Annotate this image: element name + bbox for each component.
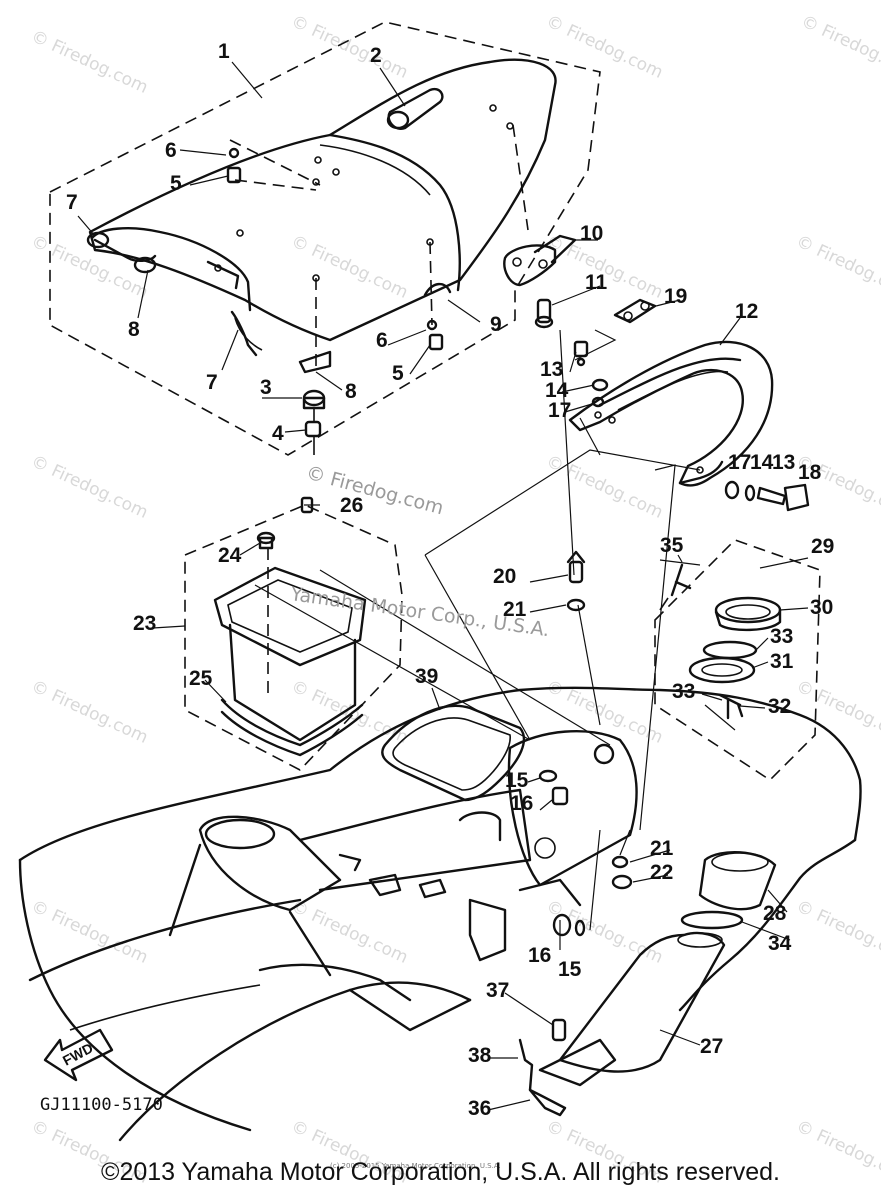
callout-label: 9 xyxy=(490,313,502,336)
callout-label: 20 xyxy=(493,565,516,588)
watermark: © Firedog.com xyxy=(793,896,881,968)
callout-label: 36 xyxy=(468,1097,491,1120)
watermark: © Firedog.com xyxy=(798,11,881,83)
seat-assembly xyxy=(86,58,557,455)
callout-label: 16 xyxy=(528,944,551,967)
callout-label: 13 xyxy=(772,451,795,474)
callout-label: 39 xyxy=(415,665,438,688)
watermark-layer: © Firedog.com © Firedog.com © Firedog.co… xyxy=(28,11,881,1188)
callout-label: 24 xyxy=(218,544,242,567)
watermark: © Firedog.com xyxy=(28,896,151,968)
callout-label: 35 xyxy=(660,534,684,557)
callout-label: 13 xyxy=(540,358,563,381)
hull-deck xyxy=(18,686,862,1142)
callout-label: 14 xyxy=(545,379,569,402)
watermark: © Firedog.com xyxy=(793,231,881,303)
watermark: © Firedog.com xyxy=(288,896,411,968)
watermark: © Firedog.com xyxy=(288,231,411,303)
callout-label: 30 xyxy=(810,596,833,619)
seat-latch xyxy=(503,234,577,329)
callout-label: 6 xyxy=(376,329,388,352)
callout-label: 5 xyxy=(170,172,182,195)
callout-label: 32 xyxy=(768,695,791,718)
watermark: © Firedog.com xyxy=(288,11,411,83)
callout-label: 29 xyxy=(811,535,834,558)
callout-label: 17 xyxy=(548,399,571,422)
drawing-code: GJ11100-5170 xyxy=(40,1095,163,1115)
storage-box xyxy=(213,496,367,757)
tiny-notice: (c) 2005-2015 Yamaha Motor Corporation, … xyxy=(330,1162,501,1170)
callout-label: 34 xyxy=(768,932,792,955)
callout-label: 10 xyxy=(580,222,603,245)
callout-label: 37 xyxy=(486,979,509,1002)
callout-label: 33 xyxy=(770,625,793,648)
callout-label: 12 xyxy=(735,300,758,323)
callout-label: 19 xyxy=(664,285,687,308)
callout-label: 38 xyxy=(468,1044,492,1067)
grab-rail xyxy=(568,298,810,512)
watermark: © Firedog.com xyxy=(28,676,151,748)
callout-label: 8 xyxy=(128,318,140,341)
callout-label: 4 xyxy=(272,422,284,445)
callout-label: 31 xyxy=(770,650,794,673)
callout-label: 6 xyxy=(165,139,177,162)
watermark: © Firedog.com xyxy=(543,451,666,523)
watermark: © Firedog.com xyxy=(28,26,151,98)
callout-label: 26 xyxy=(340,494,363,517)
copyright-notice: ©2013 Yamaha Motor Corporation, U.S.A. A… xyxy=(101,1158,780,1186)
callout-label: 1 xyxy=(218,40,230,63)
callout-label: 7 xyxy=(206,371,218,394)
callout-leaders xyxy=(77,61,809,1111)
callout-label: 2 xyxy=(370,44,382,67)
callout-label: 7 xyxy=(66,191,78,214)
watermark: © Firedog.com xyxy=(28,451,151,523)
fwd-arrow: FWD xyxy=(43,1028,114,1082)
callout-label: 11 xyxy=(585,271,608,294)
callout-label: 15 xyxy=(505,769,529,792)
callout-label: 16 xyxy=(510,792,533,815)
storage-group-boundary xyxy=(184,504,403,771)
faint-overlay-1: © Firedog.com xyxy=(304,462,446,520)
cover-group-boundary xyxy=(654,539,821,782)
callout-label: 27 xyxy=(700,1035,723,1058)
callout-label: 18 xyxy=(798,461,822,484)
callout-label: 21 xyxy=(650,837,674,860)
fastener-20-21 xyxy=(566,550,586,612)
callout-label: 23 xyxy=(133,612,156,635)
callout-label: 8 xyxy=(345,380,357,403)
watermark: © Firedog.com xyxy=(543,11,666,83)
callout-label: 17 xyxy=(728,451,751,474)
fwd-label: FWD xyxy=(60,1040,96,1069)
callout-label: 25 xyxy=(189,667,213,690)
callout-label: 5 xyxy=(392,362,404,385)
callout-label: 15 xyxy=(558,958,582,981)
callout-label: 3 xyxy=(260,376,272,399)
callout-label: 21 xyxy=(503,598,527,621)
leader-lines xyxy=(254,329,736,950)
callout-label: 33 xyxy=(672,680,695,703)
callout-label: 22 xyxy=(650,861,673,884)
callout-label: 14 xyxy=(750,451,774,474)
callout-label: 28 xyxy=(763,902,787,925)
